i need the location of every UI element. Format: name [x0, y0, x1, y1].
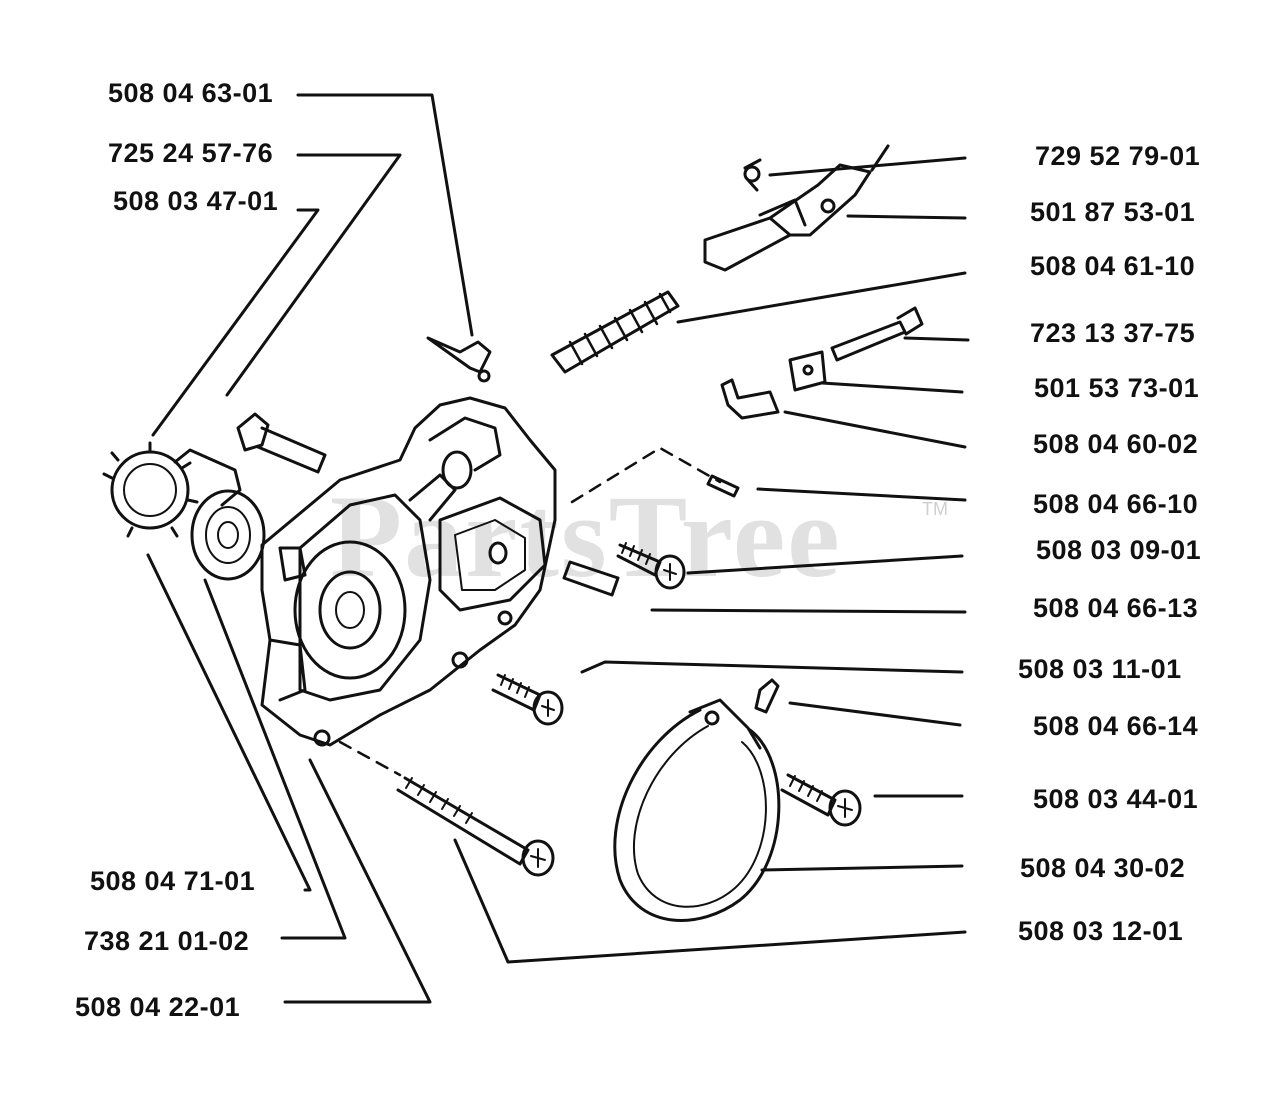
long-bolt-part: [396, 776, 555, 877]
spring-clip-part: [426, 336, 492, 383]
screw-part-lower: [780, 773, 862, 827]
bracket-part: [720, 378, 780, 420]
oil-pump-part: [703, 144, 890, 272]
part-label: 725 24 57-76: [108, 138, 274, 168]
part-label: 729 52 79-01: [1035, 141, 1201, 171]
trademark-mark: TM: [922, 499, 948, 519]
starter-assembly-part: [102, 441, 266, 581]
plate-part: [788, 350, 827, 392]
part-label: 738 21 01-02: [84, 926, 250, 956]
part-label: 508 03 44-01: [1033, 784, 1199, 814]
adjuster-screw-part: [830, 306, 924, 362]
part-label: 508 03 12-01: [1018, 916, 1184, 946]
sleeve-part: [562, 560, 620, 597]
part-label: 508 04 60-02: [1033, 429, 1199, 459]
part-label: 508 04 63-01: [108, 78, 274, 108]
crankcase-part: [260, 396, 557, 747]
brake-band-part: [613, 698, 781, 922]
part-label: 508 04 61-10: [1030, 251, 1196, 281]
bolt-part: [236, 412, 327, 474]
part-label: 508 04 71-01: [90, 866, 256, 896]
part-label: 508 04 22-01: [75, 992, 241, 1022]
screw-part-middle: [491, 673, 564, 726]
assembly-dashed-lines: [338, 446, 722, 777]
leader-lines-left: [146, 93, 474, 1004]
pin-parts: [706, 474, 780, 714]
part-label: 508 03 47-01: [113, 186, 279, 216]
part-label: 508 04 66-14: [1033, 711, 1199, 741]
part-label: 508 03 09-01: [1036, 535, 1202, 565]
part-label: 508 04 66-10: [1033, 489, 1199, 519]
part-label: 501 53 73-01: [1034, 373, 1200, 403]
leader-lines-right: [453, 156, 970, 964]
coil-spring-part: [550, 290, 680, 374]
part-label: 723 13 37-75: [1030, 318, 1196, 348]
part-label: 508 04 66-13: [1033, 593, 1199, 623]
part-label: 508 03 11-01: [1018, 654, 1182, 684]
part-label: 508 04 30-02: [1020, 853, 1186, 883]
part-label: 501 87 53-01: [1030, 197, 1196, 227]
screw-part-upper: [616, 542, 686, 590]
